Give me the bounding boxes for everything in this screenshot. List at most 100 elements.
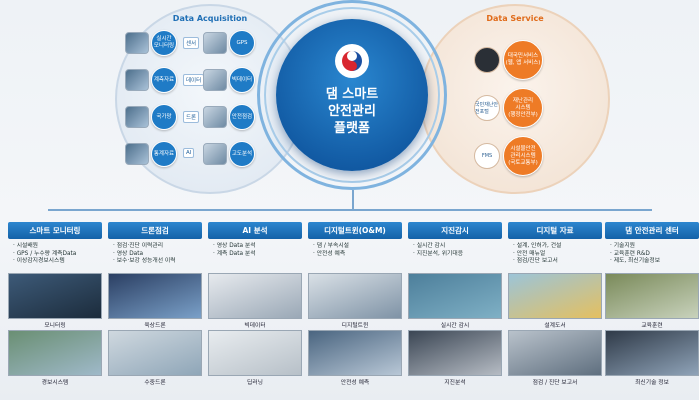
photo-caption: 최신기술 정보 [635, 380, 669, 386]
acq-photo [125, 69, 149, 91]
photo-caption: 빅데이터 [244, 323, 266, 329]
bullet-item: 지진분석, 위기대응 [413, 251, 502, 259]
bullet-item: 영상 Data 분석 [213, 243, 302, 251]
column-header: 디지털트윈(O&M) [308, 222, 402, 239]
photo-caption: 경보시스템 [41, 380, 69, 386]
acq-photo [125, 32, 149, 54]
column-photo [208, 273, 302, 319]
acq-item-right: GPS [203, 30, 255, 56]
service-label: 대국민서비스 (웹, 앱 서비스) [503, 40, 543, 80]
bullet-item: GPS / 누수량 계측Data [13, 251, 102, 259]
center-inner-ring [264, 7, 440, 183]
bullet-item: 안전성 예측 [313, 251, 402, 259]
feature-column: 스마트 모니터링시설배원GPS / 누수량 계측Data이상감지경보시스템모니터… [8, 222, 102, 387]
platform-title: 댐 스마트 안전관리 플랫폼 [290, 86, 414, 137]
bullet-item: 실시간 감시 [413, 243, 502, 251]
acq-mid-label: AI [183, 148, 195, 158]
center-outer-ring [257, 0, 447, 190]
column-photo [108, 273, 202, 319]
column-photo [8, 273, 102, 319]
acq-item-left: 계측자료 [125, 67, 177, 93]
bullet-item: 시설배원 [13, 243, 102, 251]
acq-photo [125, 143, 149, 165]
photo-caption: 안전성 예측 [340, 380, 370, 386]
acq-item-right: 빅데이터 [203, 67, 255, 93]
bullet-item: 교육훈련 R&D [610, 251, 699, 259]
column-bullets: 점검·진단 이력관리영상 Data보수·보강 성능개선 이력 [108, 243, 202, 273]
feature-column: 드론점검점검·진단 이력관리영상 Data보수·보강 성능개선 이력육상드론수중… [108, 222, 202, 387]
service-label: 시설물안전 관리시스템 (국토교통부) [503, 136, 543, 176]
column-photo [508, 273, 602, 319]
column-bullets: 시설배원GPS / 누수량 계측Data이상감지경보시스템 [8, 243, 102, 273]
photo-caption: 수중드론 [144, 380, 166, 386]
column-header: 스마트 모니터링 [8, 222, 102, 239]
bullet-item: 점검/진단 보고서 [513, 258, 602, 266]
column-photo [8, 330, 102, 376]
photo-caption: 실시간 감시 [440, 323, 470, 329]
column-photo [308, 330, 402, 376]
bullet-item: 기술지원 [610, 243, 699, 251]
photo-caption: 모니터링 [44, 323, 66, 329]
bullet-item: 계측 Data 분석 [213, 251, 302, 259]
photo-caption: 딥러닝 [247, 380, 263, 386]
connector-bar [48, 209, 652, 211]
acq-left-label: 국가망 [151, 104, 177, 130]
acq-item-right: 안전점검 [203, 104, 255, 130]
acq-left-label: 통계자료 [151, 141, 177, 167]
feature-column: 댐 안전관리 센터기술지원교육훈련 R&D제도, 최신기술정보교육훈련최신기술 … [605, 222, 699, 387]
acq-right-label: 빅데이터 [229, 67, 255, 93]
column-bullets: 기술지원교육훈련 R&D제도, 최신기술정보 [605, 243, 699, 273]
platform-title-line-1: 댐 스마트 [325, 87, 379, 102]
column-header: 디지털 자료 [508, 222, 602, 239]
bullet-item: 이상감지경보시스템 [13, 258, 102, 266]
acq-right-label: GPS [229, 30, 255, 56]
connector-stem [352, 190, 354, 210]
acq-photo [203, 69, 227, 91]
photo-caption: 육상드론 [144, 323, 166, 329]
bullet-item: 영상 Data [113, 251, 202, 259]
data-service-title: Data Service [486, 14, 544, 23]
acq-mid-label: 데이터 [183, 74, 205, 86]
acq-mid-label: 센서 [183, 37, 200, 49]
bullet-item: 설계, 인허가, 건설 [513, 243, 602, 251]
service-label: 재난관리 시스템 (행정안전부) [503, 88, 543, 128]
acq-item-left: 국가망 [125, 104, 177, 130]
platform-title-line-2: 안전관리 [328, 104, 376, 119]
korea-taegeuk-logo-icon [335, 44, 369, 78]
platform-title-line-3: 플랫폼 [334, 121, 370, 136]
acq-left-label: 실시간 모니터링 [151, 30, 177, 56]
service-thumb: FMS [474, 143, 500, 169]
data-acquisition-title: Data Acquisition [172, 14, 248, 23]
service-item: 대국민서비스 (웹, 앱 서비스) [474, 40, 543, 80]
acq-photo [125, 106, 149, 128]
bullet-item: 댐 / 부속시설 [313, 243, 402, 251]
column-photo [208, 330, 302, 376]
photo-caption: 지진분석 [444, 380, 466, 386]
column-photo [605, 330, 699, 376]
service-thumb [474, 47, 500, 73]
column-header: AI 분석 [208, 222, 302, 239]
column-header: 드론점검 [108, 222, 202, 239]
photo-caption: 점검 / 진단 보고서 [532, 380, 578, 386]
column-bullets: 설계, 인허가, 건설안전 매뉴얼점검/진단 보고서 [508, 243, 602, 273]
column-photo [605, 273, 699, 319]
photo-caption: 디지털트윈 [341, 323, 369, 329]
bullet-item: 안전 매뉴얼 [513, 251, 602, 259]
acq-item-left: 실시간 모니터링 [125, 30, 177, 56]
column-photo [308, 273, 402, 319]
bullet-item: 점검·진단 이력관리 [113, 243, 202, 251]
acq-item-left: 통계자료 [125, 141, 177, 167]
column-photo [508, 330, 602, 376]
acq-item-right: 고도분석 [203, 141, 255, 167]
acq-photo [203, 143, 227, 165]
column-header: 지진감시 [408, 222, 502, 239]
column-photo [408, 273, 502, 319]
acq-photo [203, 106, 227, 128]
